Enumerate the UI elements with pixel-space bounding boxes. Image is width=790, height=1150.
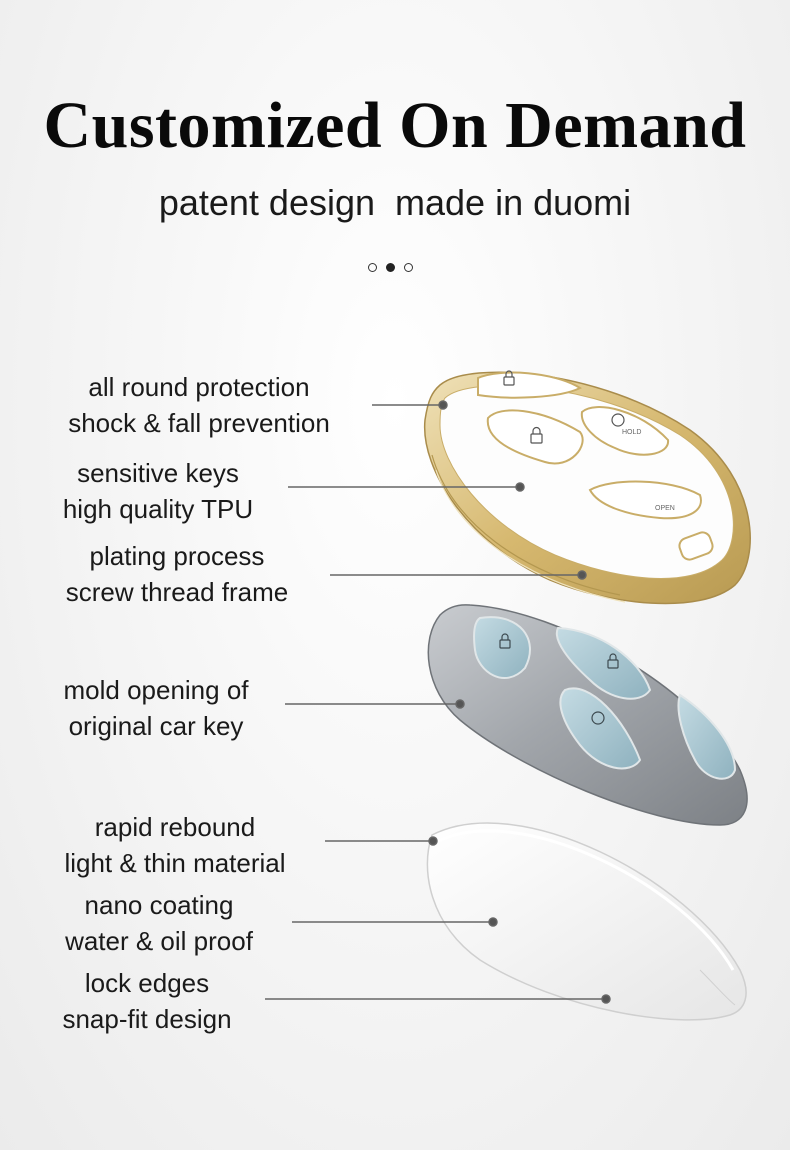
leader-lines <box>265 400 611 1004</box>
page-title: Customized On Demand <box>43 89 747 162</box>
feature-line: original car key <box>68 711 244 741</box>
carousel-indicator <box>368 263 413 272</box>
hold-icon <box>611 413 625 427</box>
feature-line: plating process <box>89 541 265 571</box>
feature-line: nano coating <box>84 890 234 920</box>
feature-line: light & thin material <box>64 848 286 878</box>
leader-dot <box>455 699 465 709</box>
original-car-key-shell <box>427 604 748 826</box>
feature-line: all round protection <box>88 372 310 402</box>
feature-label-protection: all round protection shock & fall preven… <box>49 369 349 441</box>
open-button-label: OPEN <box>655 505 675 512</box>
feature-label-mold: mold opening of original car key <box>49 672 263 744</box>
leader-dot <box>438 400 448 410</box>
feature-line: shock & fall prevention <box>68 408 330 438</box>
feature-label-plating: plating process screw thread frame <box>49 538 305 610</box>
white-back-cover <box>426 822 747 1021</box>
feature-line: sensitive keys <box>77 458 239 488</box>
feature-label-rebound: rapid rebound light & thin material <box>48 809 302 881</box>
lock-icon <box>503 370 543 444</box>
carousel-dot-1[interactable] <box>368 263 377 272</box>
carousel-dot-3[interactable] <box>404 263 413 272</box>
carousel-dot-2-active[interactable] <box>386 263 395 272</box>
feature-line: snap-fit design <box>62 1004 232 1034</box>
feature-line: water & oil proof <box>65 926 253 956</box>
leader-dot <box>601 994 611 1004</box>
feature-line: rapid rebound <box>94 812 256 842</box>
feature-line: screw thread frame <box>65 577 289 607</box>
feature-line: high quality TPU <box>62 494 254 524</box>
hold-button-label: HOLD <box>622 429 641 436</box>
gold-frame-cover: HOLD OPEN <box>423 370 751 605</box>
leader-dot <box>515 482 525 492</box>
feature-label-keys: sensitive keys high quality TPU <box>48 455 268 527</box>
feature-label-coating: nano coating water & oil proof <box>49 887 269 959</box>
feature-label-edges: lock edges snap-fit design <box>49 965 245 1037</box>
feature-line: mold opening of <box>63 675 249 705</box>
leader-dot <box>577 570 587 580</box>
page-subtitle: patent design made in duomi <box>158 182 632 223</box>
leader-dot <box>488 917 498 927</box>
feature-line: lock edges <box>84 968 210 998</box>
leader-dot <box>428 836 438 846</box>
